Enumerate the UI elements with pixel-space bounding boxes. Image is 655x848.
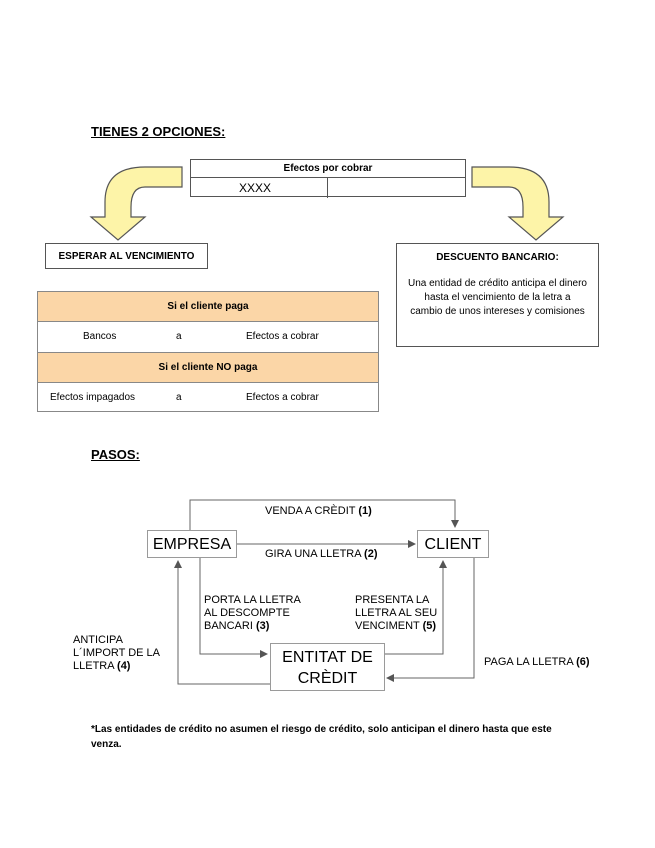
step5-label: PRESENTA LA LLETRA AL SEU VENCIMENT (5) [355,594,437,633]
step5-number: (5) [422,620,437,632]
client-pays-header: Si el cliente paga [38,292,378,322]
not-pays-debit: Efectos impagados [50,392,136,403]
pays-connector: a [176,331,182,342]
steps-heading: PASOS: [91,447,140,462]
efectos-table-title: Efectos por cobrar [191,160,465,178]
step5-line1: PRESENTA LA [355,594,430,606]
options-heading: TIENES 2 OPCIONES: [91,124,226,139]
efectos-por-cobrar-table: Efectos por cobrar XXXX [190,159,466,198]
journal-entries-table: Si el cliente paga Bancos a Efectos a co… [37,291,379,412]
step5-line3: VENCIMENT [355,620,423,632]
step1-number: (1) [358,505,372,517]
step6-number: (6) [576,656,590,668]
empresa-box: EMPRESA [147,530,237,558]
step3-label: PORTA LA LLETRA AL DESCOMPTE BANCARI (3) [204,594,301,633]
discount-text: Una entidad de crédito anticipa el diner… [407,278,587,317]
step6-label: PAGA LA LLETRA (6) [484,656,590,669]
entitat-credit-box: ENTITAT DE CRÈDIT [270,643,385,691]
not-pays-connector: a [176,392,182,403]
step3-number: (3) [255,620,270,632]
step4-line3: LLETRA [73,660,118,672]
step5-line2: LLETRA AL SEU [355,607,438,619]
step4-number: (4) [117,660,131,672]
step3-line2: AL DESCOMPTE [204,607,290,619]
option-wait-box: ESPERAR AL VENCIMIENTO [45,243,208,269]
right-curved-arrow-icon [471,166,565,241]
step2-label: GIRA UNA LLETRA (2) [265,548,378,561]
step2-number: (2) [364,548,378,560]
pays-debit: Bancos [83,331,117,342]
entitat-line2: CRÈDIT [297,670,358,687]
entitat-line1: ENTITAT DE [282,649,373,666]
step6-text: PAGA LA LLETRA [484,656,577,668]
client-not-pays-header: Si el cliente NO paga [38,353,378,383]
step2-text: GIRA UNA LLETRA [265,548,365,560]
step1-label: VENDA A CRÈDIT (1) [265,505,372,518]
not-pays-credit: Efectos a cobrar [246,392,319,403]
footnote: *Las entidades de crédito no asumen el r… [91,724,552,750]
client-not-pays-row: Efectos impagados a Efectos a cobrar [38,383,378,413]
pays-credit: Efectos a cobrar [246,331,319,342]
discount-title: DESCUENTO BANCARIO: [436,252,559,263]
efectos-left-value: XXXX [191,178,328,198]
left-curved-arrow-icon [89,166,183,241]
client-box: CLIENT [417,530,489,558]
step3-line3: BANCARI [204,620,256,632]
option-discount-box: DESCUENTO BANCARIO: Una entidad de crédi… [396,243,599,347]
step4-label: ANTICIPA L´IMPORT DE LA LLETRA (4) [73,634,160,673]
step1-text: VENDA A CRÈDIT [265,505,359,517]
client-pays-row: Bancos a Efectos a cobrar [38,322,378,353]
step4-line1: ANTICIPA [73,634,123,646]
step4-line2: L´IMPORT DE LA [73,647,161,659]
step3-line1: PORTA LA LLETRA [204,594,301,606]
